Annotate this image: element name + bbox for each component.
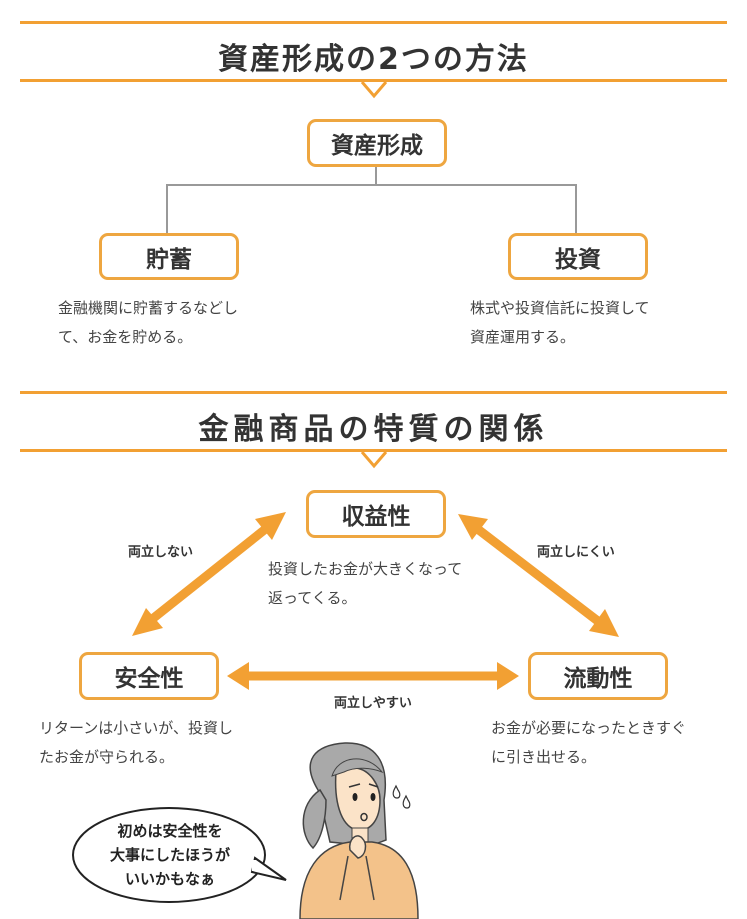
section2-title: 金融商品の特質の関係: [198, 412, 549, 447]
arrow-profit-safety: [132, 512, 286, 636]
section2-top-rule: [20, 391, 727, 394]
savings-box: 貯蓄: [99, 233, 239, 280]
tree-connector-vertical: [375, 167, 377, 185]
profitability-desc-line1: 投資したお金が大きくなって: [268, 560, 463, 578]
safety-desc-line2: たお金が守られる。: [39, 748, 175, 766]
investment-box: 投資: [508, 233, 648, 280]
relation-label-hard-compatible: 両立しにくい: [537, 545, 615, 560]
savings-desc-line1: 金融機関に貯蓄するなどし: [58, 299, 239, 317]
safety-description: リターンは小さいが、投資し たお金が守られる。: [39, 714, 233, 772]
profitability-description: 投資したお金が大きくなって 返ってくる。: [268, 555, 462, 613]
tree-connector-right: [575, 184, 577, 234]
section1-top-rule: [20, 21, 727, 24]
section2-bottom-rule: [20, 449, 727, 452]
liquidity-description: お金が必要になったときすぐ に引き出せる。: [491, 714, 686, 772]
speech-line1: 初めは安全性を: [117, 822, 223, 840]
speech-line3: いいかもなぁ: [124, 870, 215, 888]
liquidity-desc-line2: に引き出せる。: [491, 748, 597, 766]
relation-label-easy-compatible: 両立しやすい: [334, 696, 412, 711]
liquidity-desc-line1: お金が必要になったときすぐ: [491, 719, 687, 737]
tree-connector-horizontal: [166, 184, 577, 186]
arrow-safety-liquidity: [227, 662, 519, 690]
investment-description: 株式や投資信託に投資して 資産運用する。: [470, 294, 650, 352]
profitability-box: 収益性: [306, 490, 446, 538]
root-box-label: 資産形成: [331, 133, 423, 159]
profitability-label: 収益性: [341, 504, 411, 530]
safety-label: 安全性: [114, 666, 184, 692]
savings-description: 金融機関に貯蓄するなどし て、お金を貯める。: [58, 294, 238, 352]
section1-title: 資産形成の2つの方法: [218, 42, 529, 77]
liquidity-box: 流動性: [528, 652, 668, 700]
safety-box: 安全性: [79, 652, 219, 700]
speech-line2: 大事にしたほうが: [109, 846, 230, 864]
section1-bottom-rule: [20, 79, 727, 82]
liquidity-label: 流動性: [563, 666, 633, 692]
profitability-desc-line2: 返ってくる。: [268, 589, 357, 607]
root-box-asset-formation: 資産形成: [307, 119, 447, 167]
savings-label: 貯蓄: [146, 246, 192, 273]
tree-connector-left: [166, 184, 168, 234]
investment-desc-line1: 株式や投資信託に投資して: [470, 299, 650, 317]
relation-label-not-compatible: 両立しない: [128, 545, 194, 560]
investment-label: 投資: [555, 246, 601, 273]
savings-desc-line2: て、お金を貯める。: [58, 328, 193, 346]
safety-desc-line1: リターンは小さいが、投資し: [39, 719, 233, 737]
arrow-profit-liquidity: [458, 514, 619, 637]
investment-desc-line2: 資産運用する。: [470, 328, 576, 346]
speech-bubble-text: 初めは安全性を 大事にしたほうが いいかもなぁ: [90, 819, 250, 891]
